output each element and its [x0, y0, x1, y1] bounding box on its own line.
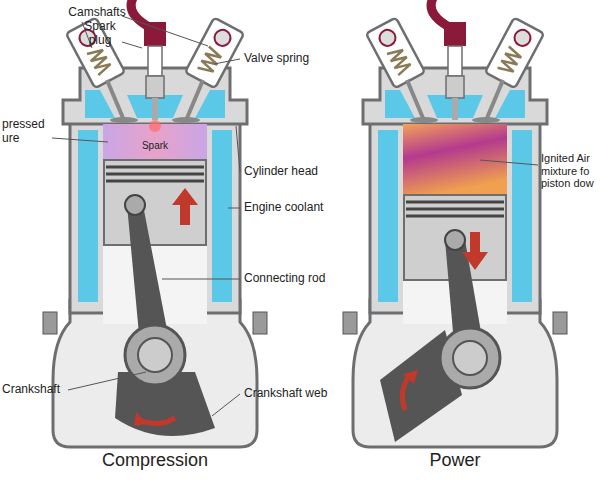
part-label: Cylinder head [244, 165, 354, 179]
part-label: Crankshaft [2, 383, 72, 397]
part-label: pressed ure [2, 118, 52, 146]
stroke-title: Compression [55, 450, 255, 471]
part-label: Spark [130, 140, 180, 152]
part-label: Valve spring [244, 52, 344, 66]
part-label: Camshafts [62, 6, 132, 20]
part-label: Spark plug [78, 20, 122, 48]
stroke-title: Power [405, 450, 505, 471]
part-label: Connecting rod [244, 272, 354, 286]
part-label: Crankshaft web [244, 387, 354, 401]
part-label: Engine coolant [244, 201, 354, 215]
part-label: Ignited Air mixture fo piston dow [541, 152, 598, 190]
